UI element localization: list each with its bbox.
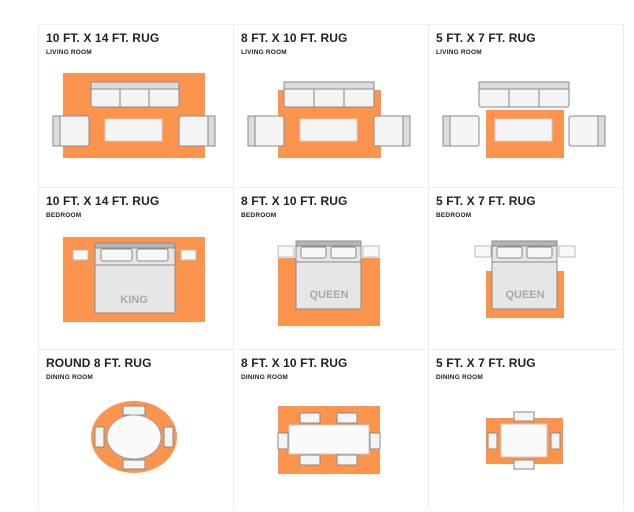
- grid-divider: [233, 24, 234, 510]
- chair-top-right: [336, 412, 358, 424]
- coffee-table: [494, 118, 553, 142]
- chair-bottom-left: [299, 454, 321, 466]
- sofa: [478, 81, 570, 108]
- room-label: LIVING ROOM: [46, 49, 92, 56]
- armchair-right: [178, 115, 216, 147]
- living-room-layout-diagram: [52, 73, 216, 158]
- rug-card-dining-8x10[interactable]: 8 FT. X 10 FT. RUG DINING ROOM: [233, 349, 428, 512]
- rug-card-dining-round8[interactable]: ROUND 8 FT. RUG DINING ROOM: [38, 349, 233, 512]
- dining-room-layout-diagram: [277, 406, 381, 474]
- bed: [295, 240, 362, 310]
- nightstand-right: [558, 245, 576, 258]
- chair-right: [369, 432, 381, 450]
- rug-card-bedroom-5x7[interactable]: 5 FT. X 7 FT. RUG BEDROOM QUEEN: [428, 187, 623, 350]
- chair-bottom: [513, 459, 535, 470]
- armchair-left: [52, 115, 90, 147]
- bed: [94, 242, 176, 314]
- chair-top: [122, 405, 146, 416]
- sofa: [90, 81, 180, 108]
- bedroom-layout-diagram: QUEEN: [277, 240, 380, 326]
- room-label: DINING ROOM: [46, 374, 93, 381]
- living-room-layout-diagram: [442, 81, 606, 158]
- chair-left: [487, 432, 498, 450]
- living-room-layout-diagram: [247, 81, 411, 158]
- coffee-table: [104, 118, 163, 142]
- rug-card-living-8x10[interactable]: 8 FT. X 10 FT. RUG LIVING ROOM: [233, 24, 428, 187]
- room-label: BEDROOM: [436, 212, 472, 219]
- round-table: [106, 414, 162, 460]
- rug-size-title: 8 FT. X 10 FT. RUG: [241, 356, 348, 370]
- nightstand-left: [277, 245, 295, 258]
- armchair-right: [568, 115, 606, 147]
- rug-size-title: 5 FT. X 7 FT. RUG: [436, 356, 536, 370]
- bedroom-layout-diagram: QUEEN: [474, 240, 576, 318]
- room-label: DINING ROOM: [241, 374, 288, 381]
- grid-divider: [38, 24, 39, 510]
- rug-card-dining-5x7[interactable]: 5 FT. X 7 FT. RUG DINING ROOM: [428, 349, 623, 512]
- grid-divider: [38, 187, 624, 188]
- dining-table: [500, 423, 548, 458]
- rug-size-title: 5 FT. X 7 FT. RUG: [436, 31, 536, 45]
- rug-card-living-10x14[interactable]: 10 FT. X 14 FT. RUG LIVING ROOM: [38, 24, 233, 187]
- dining-room-layout-diagram: [91, 401, 177, 473]
- armchair-left: [247, 115, 285, 147]
- rug-card-bedroom-10x14[interactable]: 10 FT. X 14 FT. RUG BEDROOM KING: [38, 187, 233, 350]
- chair-top-left: [299, 412, 321, 424]
- room-label: BEDROOM: [46, 212, 82, 219]
- room-label: LIVING ROOM: [436, 49, 482, 56]
- bed-size-label: QUEEN: [309, 289, 348, 301]
- chair-left: [277, 432, 289, 450]
- rug-card-living-5x7[interactable]: 5 FT. X 7 FT. RUG LIVING ROOM: [428, 24, 623, 187]
- chair-bottom: [122, 459, 146, 470]
- grid-divider: [38, 349, 624, 350]
- nightstand-right: [362, 245, 380, 258]
- grid-divider: [38, 24, 624, 25]
- chair-right: [163, 426, 174, 448]
- room-label: LIVING ROOM: [241, 49, 287, 56]
- room-label: DINING ROOM: [436, 374, 483, 381]
- nightstand-left: [72, 249, 89, 261]
- bed-size-label: KING: [120, 294, 148, 306]
- bed: [491, 240, 558, 310]
- chair-right: [550, 432, 561, 450]
- rug-size-title: 10 FT. X 14 FT. RUG: [46, 31, 160, 45]
- bed-size-label: QUEEN: [505, 289, 544, 301]
- bedroom-layout-diagram: KING: [63, 237, 205, 322]
- dining-room-layout-diagram: [486, 411, 563, 470]
- sofa: [283, 81, 375, 108]
- armchair-left: [442, 115, 480, 147]
- rug-size-title: 10 FT. X 14 FT. RUG: [46, 194, 160, 208]
- rug-card-bedroom-8x10[interactable]: 8 FT. X 10 FT. RUG BEDROOM QUEEN: [233, 187, 428, 350]
- grid-divider: [428, 24, 429, 510]
- armchair-right: [373, 115, 411, 147]
- rug-size-title: 8 FT. X 10 FT. RUG: [241, 31, 348, 45]
- room-label: BEDROOM: [241, 212, 277, 219]
- chair-top: [513, 411, 535, 422]
- rug-size-title: ROUND 8 FT. RUG: [46, 356, 152, 370]
- chair-left: [94, 426, 105, 448]
- rug-size-title: 5 FT. X 7 FT. RUG: [436, 194, 536, 208]
- nightstand-right: [180, 249, 197, 261]
- chair-bottom-right: [336, 454, 358, 466]
- rug-size-title: 8 FT. X 10 FT. RUG: [241, 194, 348, 208]
- dining-table: [288, 424, 370, 455]
- nightstand-left: [474, 245, 492, 258]
- grid-divider: [623, 24, 624, 510]
- coffee-table: [299, 118, 358, 142]
